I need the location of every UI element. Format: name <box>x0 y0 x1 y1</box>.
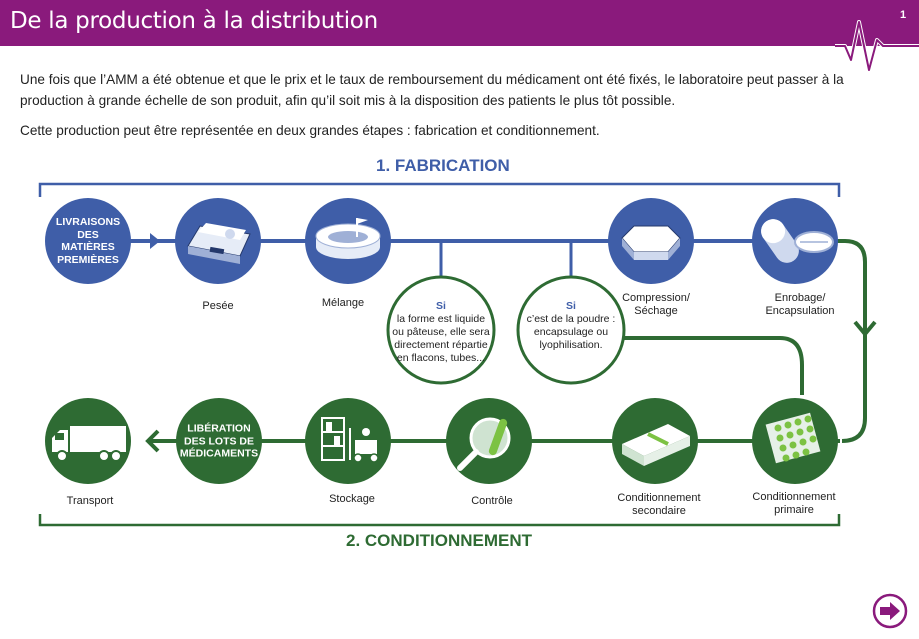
branch-poudre-si: Si <box>566 300 576 312</box>
header-bar: De la production à la distribution 1 <box>0 0 919 72</box>
compression-label: Compression/ Séchage <box>622 292 690 317</box>
branch-circle-liquide <box>386 275 496 385</box>
liberation-label: LIBÉRATION DES LOTS DE MÉDICAMENTS <box>179 422 259 460</box>
arrow-head <box>150 233 160 249</box>
next-button[interactable] <box>872 593 908 629</box>
melange-label: Mélange <box>321 297 365 309</box>
stockage-label: Stockage <box>329 493 375 505</box>
intro-paragraph: Une fois que l’AMM a été obtenue et que … <box>20 72 844 108</box>
page-number: 1 <box>900 9 907 21</box>
branch-liquide-desc: la forme est liquide ou pâteuse, elle se… <box>392 313 490 364</box>
heartbeat-line-icon <box>835 20 919 72</box>
magnifier-test-tube-icon <box>446 398 532 484</box>
livraisons-label: LIVRAISONS DES MATIÈRES PREMIÈRES <box>55 216 121 266</box>
intro-paragraph: Cette production peut être représentée e… <box>20 123 600 138</box>
enrobage-label: Enrobage/ Encapsulation <box>765 292 835 317</box>
branch-poudre-text: Si c’est de la poudre : encapsulage ou l… <box>524 300 618 352</box>
medicine-box-icon <box>612 398 698 484</box>
blister-pack-icon <box>752 398 838 484</box>
capsule-tablet-icon <box>752 198 838 284</box>
livraisons-circle <box>45 198 131 284</box>
liberation-circle <box>176 398 262 484</box>
fabrication-bracket <box>38 182 841 197</box>
secondaire-label: Conditionnement secondaire <box>617 492 701 517</box>
forklift-shelves-icon <box>305 398 391 484</box>
fabrication-title: 1. FABRICATION <box>376 156 510 175</box>
branch-liquide-si: Si <box>436 300 446 312</box>
poudre-flow-line <box>620 336 804 395</box>
branch-liquide-text: Si la forme est liquide ou pâteuse, elle… <box>391 300 491 365</box>
arrow-head <box>853 320 877 338</box>
arrow-head <box>145 429 160 453</box>
primaire-label: Conditionnement primaire <box>752 491 836 516</box>
conditionnement-title: 2. CONDITIONNEMENT <box>346 531 533 550</box>
pesee-label: Pesée <box>202 300 234 312</box>
arrow-right-icon <box>880 602 900 620</box>
tray-icon <box>608 198 694 284</box>
mixer-icon <box>305 198 391 284</box>
loop-line <box>838 239 867 443</box>
controle-label: Contrôle <box>471 495 513 507</box>
truck-icon <box>45 398 131 484</box>
scale-icon <box>175 198 261 284</box>
conditionnement-bracket <box>38 514 841 527</box>
transport-label: Transport <box>66 495 114 507</box>
branch-poudre-desc: c’est de la poudre : encapsulage ou lyop… <box>526 313 616 351</box>
branch-circle-poudre <box>516 275 626 385</box>
page-title: De la production à la distribution <box>10 8 378 34</box>
